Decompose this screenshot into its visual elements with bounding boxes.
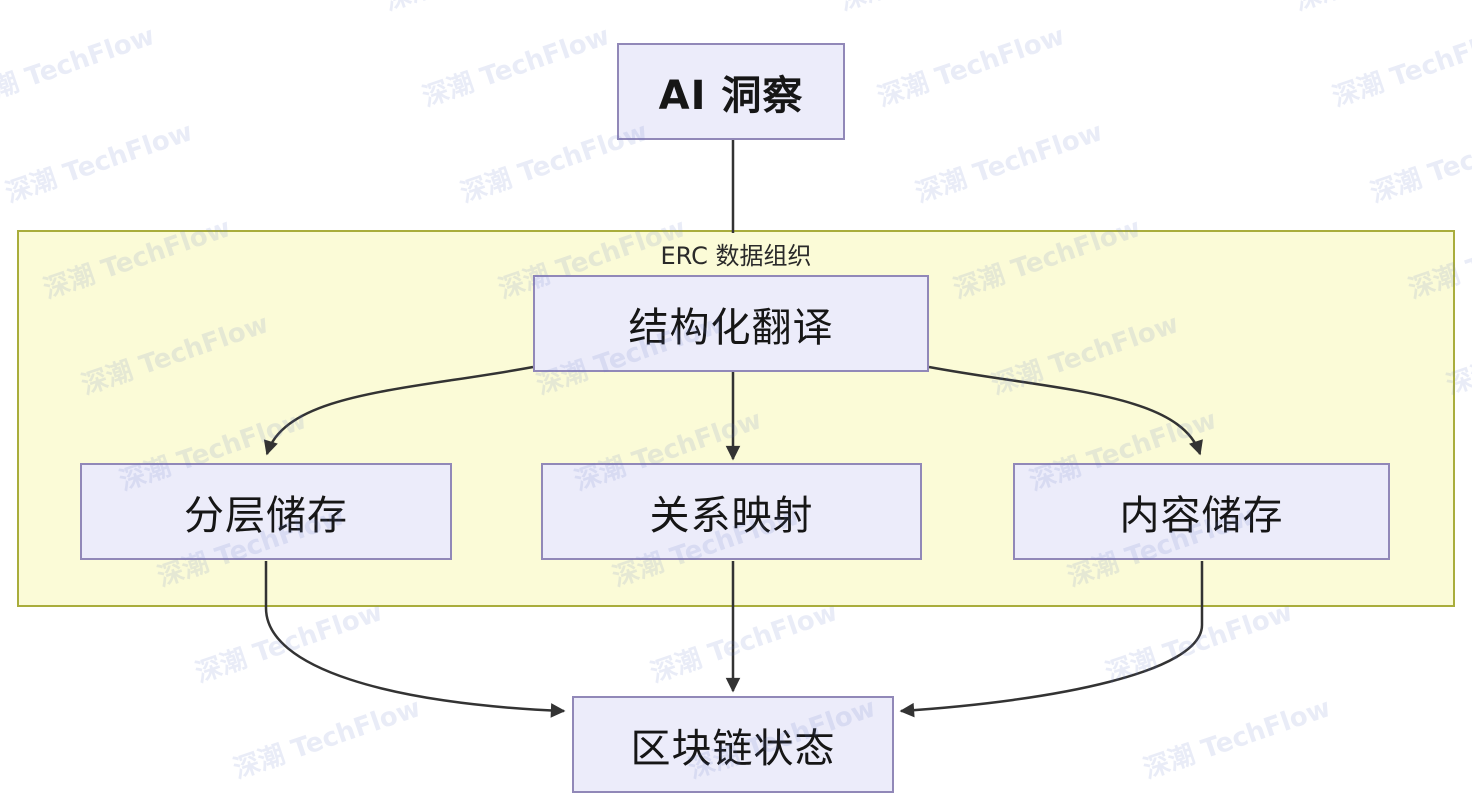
watermark-text: 深潮 TechFlow bbox=[0, 21, 159, 114]
node-relation-mapping: 关系映射 bbox=[541, 463, 922, 560]
watermark-text: 深潮 TechFlow bbox=[418, 21, 614, 114]
watermark-text: 深潮 TechFlow bbox=[873, 21, 1069, 114]
node-blockchain-state: 区块链状态 bbox=[572, 696, 894, 793]
watermark-text: 深潮 TechFlow bbox=[1139, 693, 1335, 786]
node-ai-insight-label: AI 洞察 bbox=[658, 72, 804, 119]
node-layered-storage: 分层储存 bbox=[80, 463, 452, 560]
node-structured-translation-label: 结构化翻译 bbox=[628, 304, 834, 351]
watermark-text: 深潮 TechFlow bbox=[1328, 21, 1472, 114]
node-layered-storage-label: 分层储存 bbox=[184, 492, 348, 539]
erc-subgraph-label: ERC 数据组织 bbox=[644, 233, 828, 274]
watermark-text: 深潮 TechFlow bbox=[229, 693, 425, 786]
watermark-text: 深潮 TechFlow bbox=[379, 0, 576, 18]
watermark-text: 深潮 TechFlow bbox=[0, 0, 121, 18]
watermark-text: 深潮 TechFlow bbox=[1, 117, 197, 210]
watermark-text: 深潮 TechFlow bbox=[911, 117, 1107, 210]
node-content-storage-label: 内容储存 bbox=[1119, 492, 1284, 539]
node-structured-translation: 结构化翻译 bbox=[533, 275, 929, 372]
watermark-text: 深潮 TechFlow bbox=[1366, 117, 1472, 210]
node-ai-insight: AI 洞察 bbox=[617, 43, 845, 140]
node-content-storage: 内容储存 bbox=[1013, 463, 1390, 560]
watermark-text: 深潮 TechFlow bbox=[834, 0, 1031, 18]
node-blockchain-state-label: 区块链状态 bbox=[630, 725, 836, 772]
watermark-text: 深潮 TechFlow bbox=[1289, 0, 1472, 18]
node-relation-mapping-label: 关系映射 bbox=[649, 492, 814, 539]
